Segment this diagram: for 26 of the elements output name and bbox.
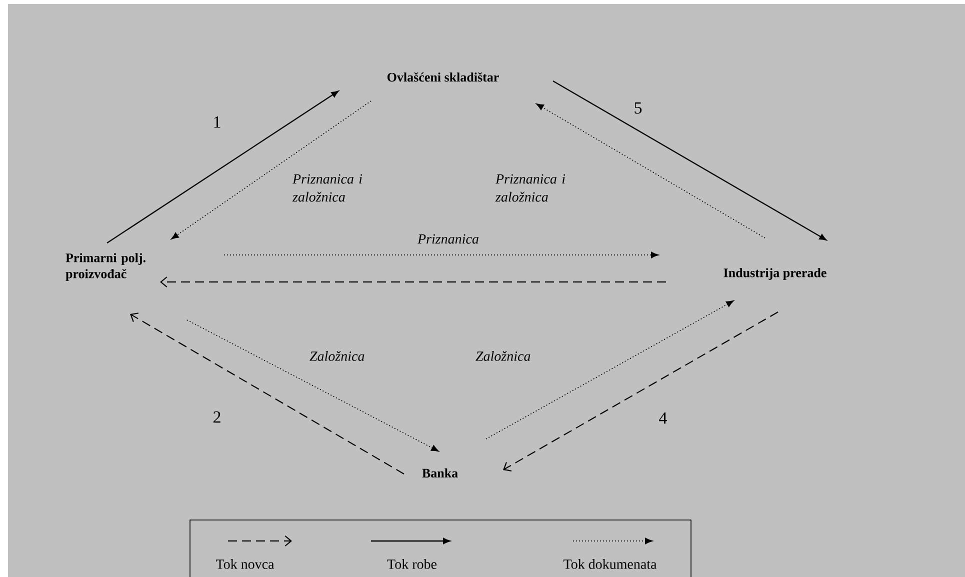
edge-label: Priznanica	[417, 234, 478, 244]
arrow	[160, 276, 666, 288]
edge-label: 1	[214, 116, 220, 128]
legend-label: Tok dokumenata	[564, 559, 657, 569]
edge-label: 5	[634, 102, 642, 114]
edge-label: Založnica	[310, 351, 364, 361]
edge-label: Priznanica i založnica	[292, 174, 362, 202]
arrow	[171, 100, 372, 240]
node-label: Industrija prerade	[724, 268, 826, 280]
node-label: Primarni polj. proizvođač	[66, 253, 146, 281]
arrow	[186, 320, 439, 452]
arrow	[486, 300, 734, 440]
arrow	[503, 312, 778, 472]
legend-label: Tok novca	[216, 559, 274, 569]
arrow	[552, 80, 827, 240]
edge-label: 2	[214, 411, 220, 423]
arrow	[536, 103, 766, 238]
node-label: Banka	[422, 468, 458, 478]
edge-label: Priznanica i založnica	[495, 174, 566, 202]
arrow	[106, 90, 339, 244]
arrow	[224, 252, 659, 258]
node-label: Ovlašćeni skladištar	[387, 72, 499, 82]
edge-label: 4	[659, 412, 667, 424]
legend-label: Tok robe	[387, 559, 436, 569]
edge-label: Založnica	[476, 351, 530, 361]
arrow	[130, 312, 404, 474]
